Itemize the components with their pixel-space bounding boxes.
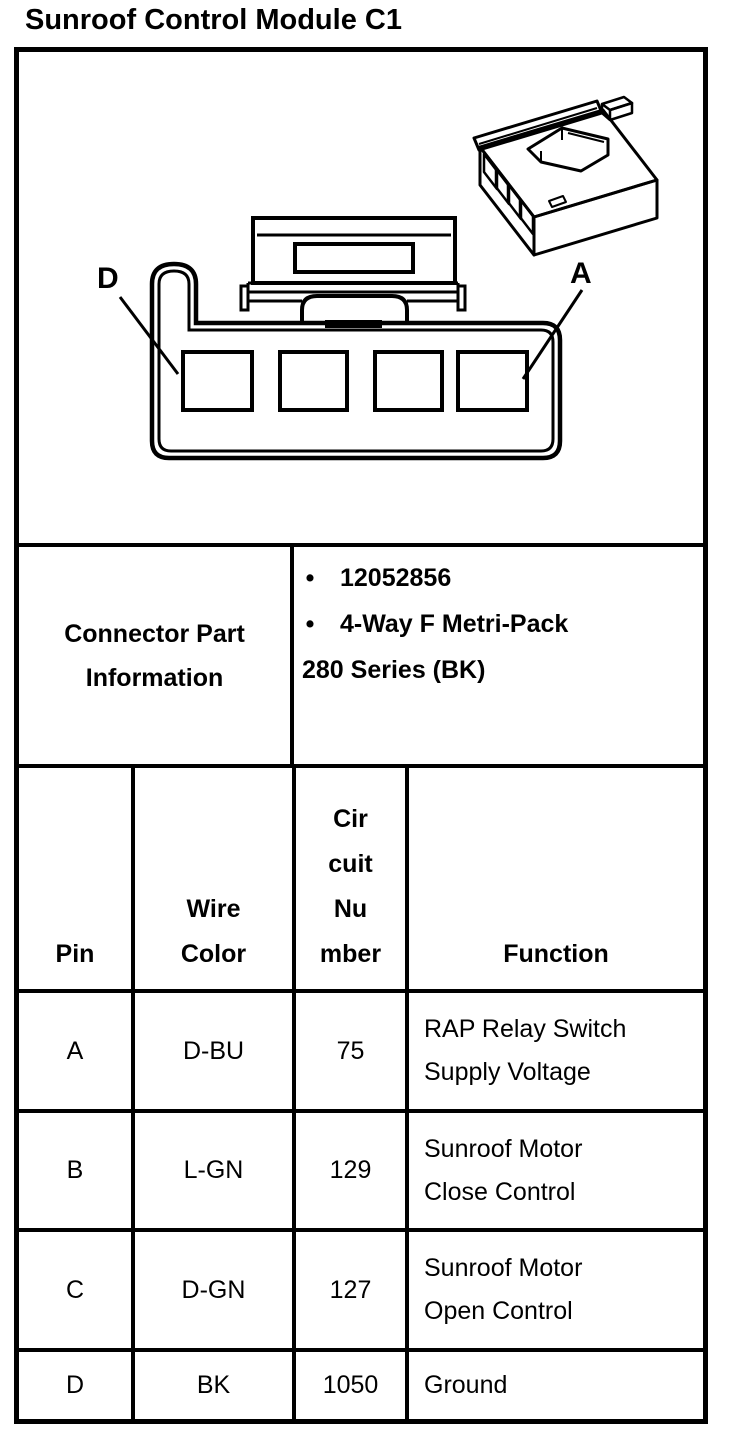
function-cell: Sunroof Motor Close Control bbox=[405, 1113, 703, 1228]
bullet-icon: • bbox=[305, 610, 315, 638]
bullet-icon: • bbox=[305, 564, 315, 592]
function-cell: Ground bbox=[405, 1352, 703, 1419]
circuit-number-cell: 1050 bbox=[292, 1352, 405, 1419]
part-info-header: Connector Part Information bbox=[64, 619, 245, 692]
wire-color-cell: L-GN bbox=[131, 1113, 292, 1228]
column-header-pin: Pin bbox=[55, 940, 95, 968]
connector-isometric-view bbox=[472, 95, 659, 257]
table-row-pin-b: B L-GN 129 Sunroof Motor Close Control bbox=[19, 1113, 703, 1232]
column-header-function: Function bbox=[405, 768, 703, 989]
table-row-pin-c: C D-GN 127 Sunroof Motor Open Control bbox=[19, 1232, 703, 1352]
circuit-number-cell: 127 bbox=[292, 1232, 405, 1348]
page-title: Sunroof Control Module C1 bbox=[25, 4, 402, 36]
pin-cell: C bbox=[65, 1275, 85, 1304]
circuit-number-cell: 75 bbox=[292, 993, 405, 1109]
pin-cell: A bbox=[66, 1036, 84, 1065]
pin-cell: D bbox=[65, 1371, 85, 1399]
table-row-pin-a: A D-BU 75 RAP Relay Switch Supply Voltag… bbox=[19, 993, 703, 1113]
function-cell: Sunroof Motor Open Control bbox=[405, 1232, 703, 1348]
pin-table-header-row: Pin Wire Color Cir cuit Nu mber Function bbox=[19, 768, 703, 993]
part-number: 12052856 bbox=[340, 564, 452, 592]
wire-color-cell: D-BU bbox=[131, 993, 292, 1109]
connector-info-frame: D A bbox=[14, 47, 708, 1424]
circuit-number-cell: 129 bbox=[292, 1113, 405, 1228]
part-type: 4-Way F Metri-Pack bbox=[340, 610, 569, 638]
pin-cavity-b bbox=[373, 350, 444, 412]
pin-cavity-c bbox=[278, 350, 349, 412]
part-type-continuation: 280 Series (BK) bbox=[302, 656, 486, 684]
pin-a-label: A bbox=[570, 257, 592, 290]
connector-diagram-section: D A bbox=[19, 52, 703, 547]
column-header-wire-color: Wire Color bbox=[131, 768, 292, 989]
wire-color-cell: D-GN bbox=[131, 1232, 292, 1348]
connector-diagram-svg: D A bbox=[97, 95, 659, 461]
part-info-details: • 12052856 • 4-Way F Metri-Pack 280 Seri… bbox=[290, 547, 703, 764]
pin-d-leader-line bbox=[118, 296, 180, 375]
connector-front-view bbox=[149, 216, 563, 461]
part-info-bullet-item: • 12052856 bbox=[302, 555, 703, 601]
column-header-circuit-number: Cir cuit Nu mber bbox=[292, 768, 405, 989]
table-row-pin-d: D BK 1050 Ground bbox=[19, 1352, 703, 1419]
part-info-bullet-item: • 4-Way F Metri-Pack bbox=[302, 601, 703, 647]
connector-part-info-row: Connector Part Information • 12052856 • … bbox=[19, 547, 703, 768]
pin-cell: B bbox=[66, 1156, 84, 1184]
pin-cavity-d bbox=[181, 350, 254, 412]
pin-cavity-a bbox=[456, 350, 529, 412]
wire-color-cell: BK bbox=[131, 1352, 292, 1419]
function-cell: RAP Relay Switch Supply Voltage bbox=[405, 993, 703, 1109]
pin-a-leader-line bbox=[521, 289, 584, 380]
pin-d-label: D bbox=[97, 262, 119, 295]
